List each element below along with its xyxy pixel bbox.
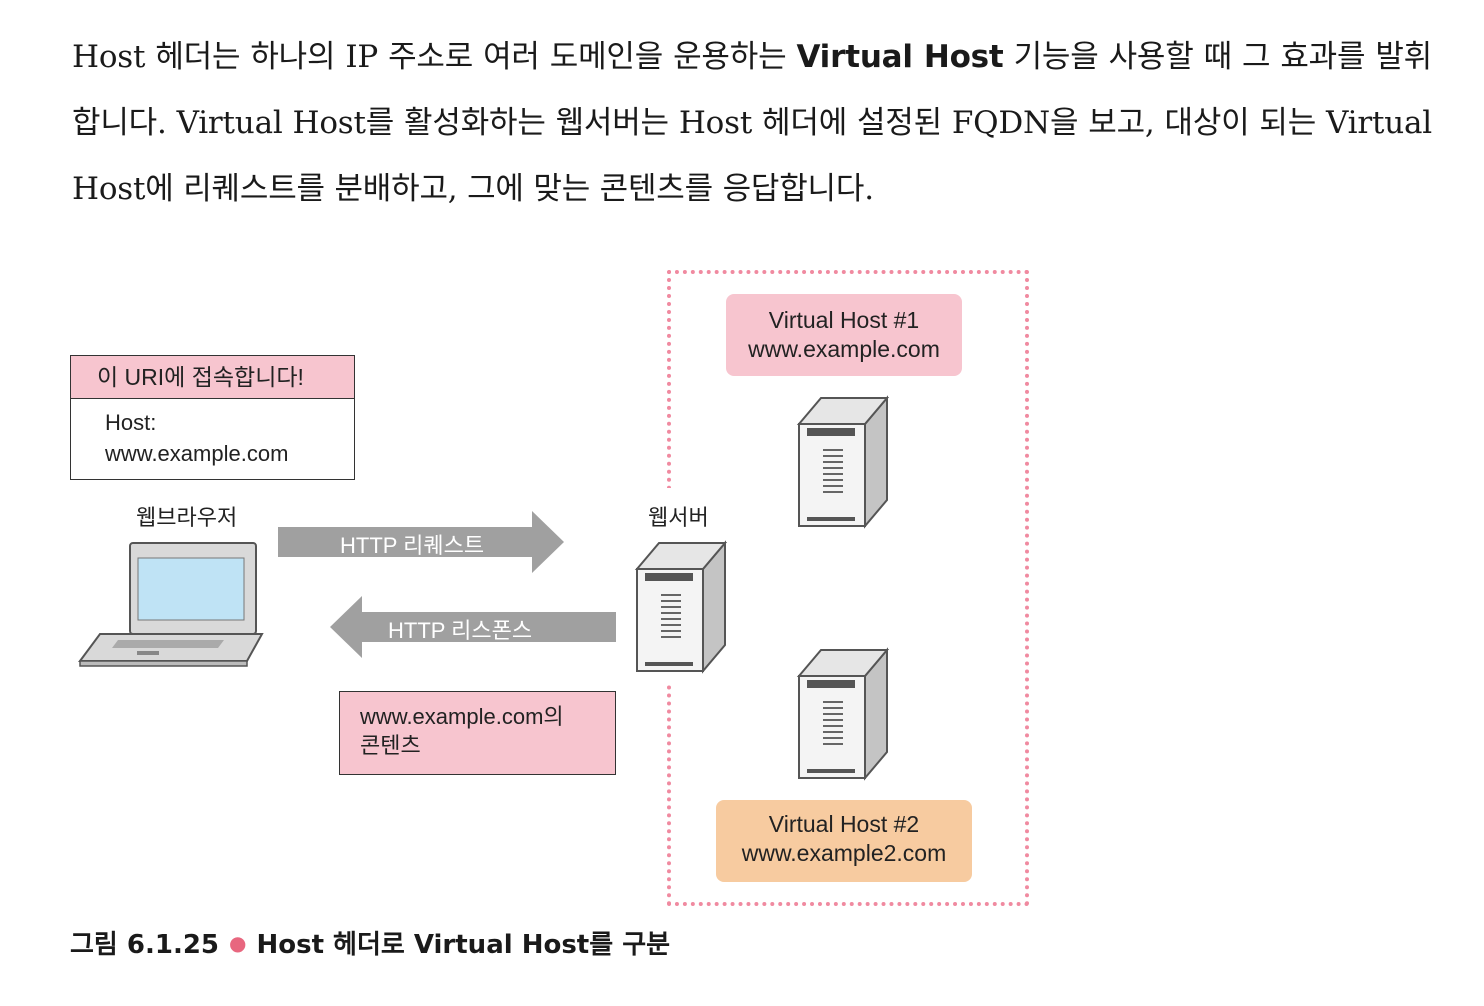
virtual-host-1-domain: www.example.com — [748, 336, 940, 362]
virtual-host-2-label: Virtual Host #2 www.example2.com — [716, 800, 972, 882]
web-server-icon — [634, 540, 728, 674]
request-label: HTTP 리퀘스트 — [340, 533, 485, 558]
virtual-host-1-label: Virtual Host #1 www.example.com — [726, 294, 962, 376]
figure-caption-text: Host 헤더로 Virtual Host를 구분 — [256, 930, 671, 960]
body-paragraph: Host 헤더는 하나의 IP 주소로 여러 도메인을 운용하는 Virtual… — [72, 24, 1432, 222]
host-header-label: Host: — [105, 410, 157, 435]
figure-number: 그림 6.1.25 — [70, 930, 220, 960]
laptop-icon — [78, 542, 264, 667]
virtual-host-1-server-icon — [796, 395, 890, 529]
caption-bullet-icon: ● — [229, 931, 247, 955]
uri-box-title: 이 URI에 접속합니다! — [71, 356, 354, 399]
content-box-line2: 콘텐츠 — [360, 733, 421, 758]
virtual-host-1-name: Virtual Host #1 — [768, 307, 920, 333]
paragraph-text-1: Host 헤더는 하나의 IP 주소로 여러 도메인을 운용하는 — [72, 39, 797, 75]
response-arrow — [330, 596, 616, 658]
browser-label: 웹브라우저 — [136, 505, 238, 530]
paragraph-text-2: 기능을 사용할 때 그 효과를 발휘합니다. Virtual Host를 활성화… — [72, 39, 1432, 207]
request-arrow — [278, 511, 564, 573]
uri-box-body: Host: www.example.com — [71, 399, 354, 469]
host-header-value: www.example.com — [105, 441, 289, 466]
virtual-host-2-domain: www.example2.com — [741, 840, 947, 866]
response-label: HTTP 리스폰스 — [388, 618, 533, 643]
content-box: www.example.com의 콘텐츠 — [339, 691, 616, 775]
server-label: 웹서버 — [648, 505, 709, 530]
content-box-line1: www.example.com의 — [360, 704, 564, 729]
virtual-host-2-name: Virtual Host #2 — [768, 811, 920, 837]
uri-box: 이 URI에 접속합니다! Host: www.example.com — [70, 355, 355, 480]
figure-caption: 그림 6.1.25 ● Host 헤더로 Virtual Host를 구분 — [70, 924, 670, 961]
virtual-host-2-server-icon — [796, 647, 890, 781]
paragraph-bold-term: Virtual Host — [796, 39, 1004, 75]
